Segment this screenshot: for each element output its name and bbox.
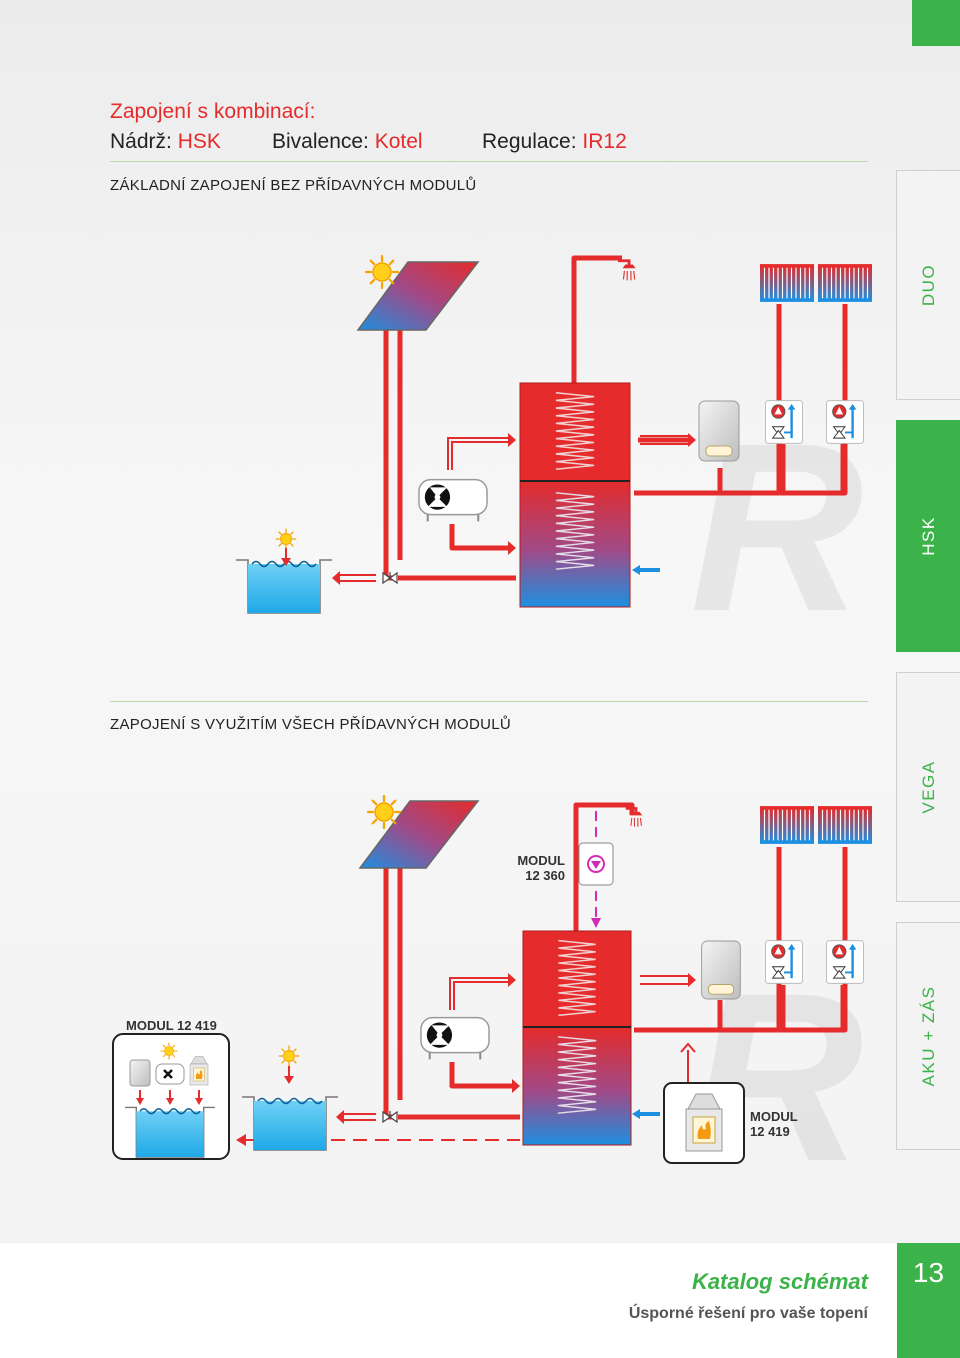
page-title: Zapojení s kombinací: [110, 100, 316, 123]
footer: Katalog schémat Úsporné řešení pro vaše … [0, 1243, 960, 1358]
section-title-full: ZAPOJENÍ S VYUŽITÍM VŠECH PŘÍDAVNÝCH MOD… [110, 716, 512, 733]
sun-icon [364, 254, 400, 290]
catalog-title: Katalog schémat [691, 1269, 868, 1294]
radiator-icon [760, 805, 814, 845]
pump-group-icon [765, 400, 803, 444]
radiator-icon [818, 263, 872, 303]
sun-icon [275, 528, 297, 550]
heat-pump-icon [418, 478, 488, 523]
top-green-marker [912, 0, 960, 46]
tab-duo[interactable]: DUO [896, 170, 960, 400]
fireplace-icon [685, 1093, 723, 1152]
section-title-basic: ZÁKLADNÍ ZAPOJENÍ BEZ PŘÍDAVNÝCH MODULŮ [110, 177, 477, 194]
diagram-full [112, 794, 872, 1164]
boiler-icon [701, 940, 741, 1000]
module-fireplace-label-line1: MODUL [750, 1109, 798, 1124]
heat-pump-icon [420, 1016, 490, 1061]
tab-aku-zas[interactable]: AKU + ZÁS [896, 922, 960, 1150]
tank-value: HSK [177, 130, 221, 153]
module-12360-label-line2: 12 360 [525, 868, 565, 883]
pump-group-icon [826, 940, 864, 984]
pump-group-icon [765, 940, 803, 984]
tank-spec: Nádrž: HSK [110, 130, 221, 154]
tank-upper [522, 930, 632, 1028]
pool-icon [236, 559, 332, 614]
module-12360-label-line1: MODUL [517, 853, 565, 868]
sun-icon [278, 1045, 300, 1067]
page-number-box: 13 [897, 1243, 960, 1358]
radiator-icon [818, 805, 872, 845]
regulation-spec: Regulace: IR12 [482, 130, 627, 154]
module-fireplace-label-line2: 12 419 [750, 1124, 790, 1139]
page-number: 13 [912, 1257, 945, 1288]
tank-label: Nádrž: [110, 130, 172, 153]
hydraulic-diagrams: R R [112, 254, 872, 1211]
solar-collector [356, 261, 480, 331]
pump-group-icon [826, 400, 864, 444]
bivalence-label: Bivalence: [272, 130, 369, 153]
pool-icon [242, 1096, 338, 1151]
regulation-value: IR12 [582, 130, 627, 153]
tab-hsk[interactable]: HSK [896, 420, 960, 652]
radiator-icon [760, 263, 814, 303]
catalog-slogan: Úsporné řešení pro vaše topení [628, 1305, 868, 1322]
bivalence-spec: Bivalence: Kotel [272, 130, 423, 154]
bivalence-value: Kotel [374, 130, 423, 153]
tank-upper [519, 382, 631, 482]
tank-lower [522, 1026, 632, 1146]
module-pool-label: MODUL 12 419 [126, 1018, 217, 1033]
shower-icon [616, 258, 638, 283]
boiler-icon [698, 400, 740, 462]
solar-collector [358, 800, 480, 869]
tab-vega[interactable]: VEGA [896, 672, 960, 902]
regulation-label: Regulace: [482, 130, 577, 153]
header-divider [110, 161, 868, 162]
sun-icon [366, 794, 402, 830]
diagram-basic [236, 254, 872, 614]
section-divider [110, 701, 868, 702]
